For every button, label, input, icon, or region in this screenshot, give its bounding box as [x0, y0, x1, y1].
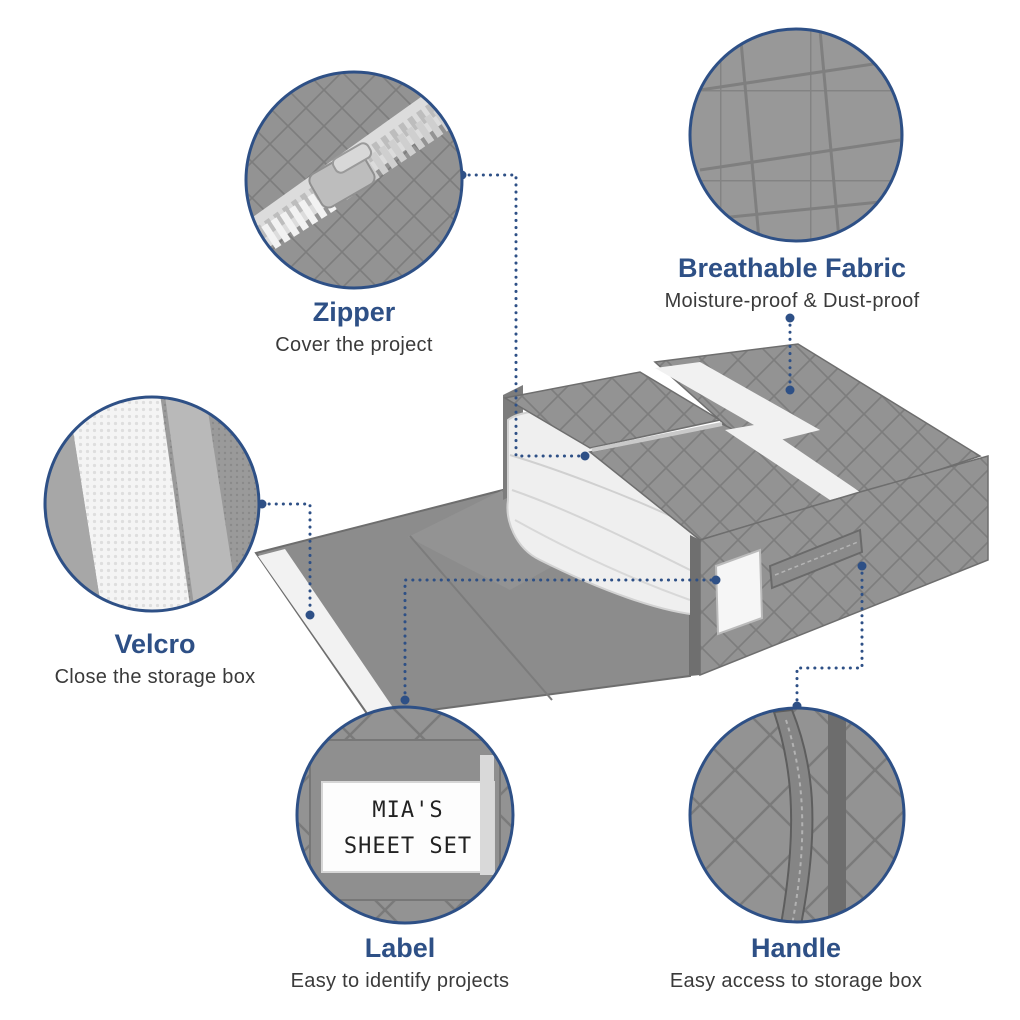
- velcro-subtitle: Close the storage box: [54, 666, 256, 688]
- breathable-title: Breathable Fabric: [677, 253, 907, 283]
- connector-lines: [260, 173, 864, 708]
- breathable-subtitle: Moisture-proof & Dust-proof: [664, 290, 920, 312]
- fabric-texture-icon: [699, 29, 901, 241]
- storage-box: [254, 343, 989, 720]
- zipper-connector: [460, 173, 587, 458]
- zipper-caption: Zipper Cover the project: [214, 296, 494, 358]
- label-card-line1: MIA'S: [372, 798, 443, 823]
- velcro-strip: [258, 549, 396, 716]
- zipper-subtitle: Cover the project: [275, 334, 433, 356]
- label-subtitle: Easy to identify projects: [290, 970, 510, 992]
- label-detail-circle: MIA'S SHEET SET: [295, 705, 515, 925]
- velcro-connector: [260, 502, 312, 617]
- label-caption: Label Easy to identify projects: [250, 932, 550, 994]
- handle-detail-circle: [688, 706, 906, 924]
- zipper-line: [591, 422, 723, 452]
- box-label-window: [714, 548, 764, 636]
- velcro-detail-circle: [43, 395, 261, 613]
- handle-connector: [795, 564, 864, 708]
- label-title: Label: [364, 933, 436, 963]
- breathable-caption: Breathable Fabric Moisture-proof & Dust-…: [612, 252, 972, 314]
- label-card-line2: SHEET SET: [344, 834, 472, 859]
- zipper-icon: [246, 76, 462, 261]
- zipper-detail-circle: [244, 70, 464, 290]
- handle-title: Handle: [750, 933, 842, 963]
- box-handle: [768, 528, 864, 590]
- handle-subtitle: Easy access to storage box: [669, 970, 923, 992]
- velcro-strip-icon: [45, 397, 240, 611]
- label-card-icon: MIA'S SHEET SET: [309, 739, 501, 901]
- fabric-detail-circle: [688, 27, 904, 243]
- zipper-title: Zipper: [312, 297, 396, 327]
- handle-strap-icon: [772, 708, 846, 922]
- velcro-title: Velcro: [114, 629, 196, 659]
- handle-caption: Handle Easy access to storage box: [636, 932, 956, 994]
- label-connector: [403, 578, 718, 702]
- velcro-caption: Velcro Close the storage box: [10, 628, 300, 690]
